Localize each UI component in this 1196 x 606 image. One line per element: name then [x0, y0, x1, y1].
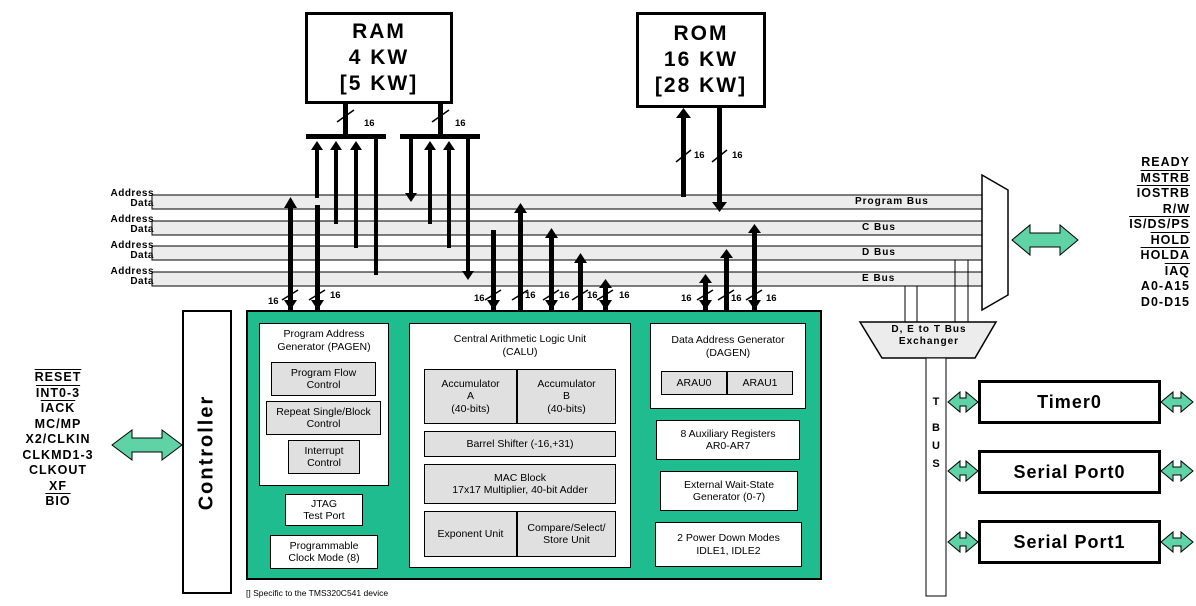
signal-reset: RESET	[34, 370, 82, 384]
rom-width-label: 16	[694, 150, 705, 161]
rom-block: ROM 16 KW [28 KW]	[636, 12, 766, 108]
signal-bio: BIO	[45, 494, 71, 508]
signal-holda: HOLDA	[1140, 248, 1190, 262]
ram-size-alt: [5 KW]	[339, 72, 419, 95]
core-bus-links	[281, 197, 763, 310]
signal-data: D0-D15	[1140, 294, 1190, 309]
width-label: 16	[587, 290, 598, 301]
width-label: 16	[619, 290, 630, 301]
signal-hold: HOLD	[1150, 232, 1190, 247]
rom-title: ROM	[673, 22, 729, 45]
rom-size-alt: [28 KW]	[654, 74, 748, 97]
arau1: ARAU1	[727, 371, 793, 395]
ram-size: 4 KW	[348, 46, 410, 69]
t-bus-bar	[925, 357, 947, 597]
signal-mstrb: MSTRB	[1140, 170, 1190, 185]
signal-rw: R/W	[1162, 201, 1190, 216]
exchanger-shape	[858, 321, 998, 359]
width-label: 16	[474, 293, 485, 304]
ram-width-label: 16	[364, 118, 375, 129]
arau0: ARAU0	[661, 371, 727, 395]
timer0-block: Timer0	[978, 380, 1161, 424]
signal-iack: IACK	[40, 401, 76, 415]
ram-block: RAM 4 KW [5 KW]	[305, 12, 453, 104]
width-label: 16	[681, 293, 692, 304]
rom-width-label-2: 16	[732, 150, 743, 161]
e-bus-band	[151, 271, 983, 287]
controller-label: Controller	[195, 394, 218, 510]
signal-iostrb: IOSTRB	[1136, 186, 1190, 200]
signal-clkmd: CLKMD1-3	[22, 447, 94, 462]
dagen-title: Data Address Generator(DAGEN)	[671, 334, 785, 359]
c-bus-label: C Bus	[862, 222, 896, 233]
signal-address: A0-A15	[1140, 279, 1190, 293]
signal-ready: READY	[1141, 155, 1190, 169]
d-bus-band	[151, 245, 983, 261]
e-bus-label: E Bus	[862, 273, 896, 284]
signal-int: INT0-3	[35, 385, 81, 400]
serial-port1-block: Serial Port1	[978, 520, 1161, 564]
d-bus-label: D Bus	[862, 247, 896, 258]
rom-size: 16 KW	[663, 48, 739, 71]
calu-title: Central Arithmetic Logic Unit(CALU)	[453, 333, 587, 358]
bus-mux	[981, 173, 1009, 312]
signal-mc-mp: MC/MP	[34, 416, 82, 431]
signal-is-ds-ps: IS/DS/PS	[1129, 217, 1190, 231]
signal-clkout: CLKOUT	[28, 463, 88, 477]
ram-title: RAM	[352, 20, 406, 43]
ram-width-label-2: 16	[455, 118, 466, 129]
left-signal-list: RESET INT0-3 IACK MC/MP X2/CLKIN CLKMD1-…	[8, 370, 108, 510]
width-label: 16	[525, 290, 536, 301]
ram-bus-links	[311, 139, 474, 280]
width-label: 16	[731, 293, 742, 304]
barrel-shifter: Barrel Shifter (-16,+31)	[424, 431, 616, 457]
signal-xf: XF	[49, 478, 67, 493]
program-bus-label: Program Bus	[855, 196, 929, 207]
width-label: 16	[268, 296, 279, 307]
compare-select-store-unit: Compare/Select/Store Unit	[517, 511, 616, 557]
controller-block: Controller	[182, 310, 232, 594]
double-arrows	[111, 223, 1194, 554]
signal-iaq: IAQ	[1164, 263, 1190, 278]
c-bus-band	[151, 220, 983, 236]
width-label: 16	[559, 290, 570, 301]
width-label: 16	[330, 290, 341, 301]
signal-clkin: X2/CLKIN	[25, 432, 91, 446]
right-signal-list: READY MSTRB IOSTRB R/W IS/DS/PS HOLD HOL…	[1100, 155, 1190, 310]
exponent-unit: Exponent Unit	[424, 511, 517, 557]
width-label: 16	[766, 293, 777, 304]
footnote: [] Specific to the TMS320C541 device	[246, 588, 389, 598]
serial-port0-block: Serial Port0	[978, 450, 1161, 494]
